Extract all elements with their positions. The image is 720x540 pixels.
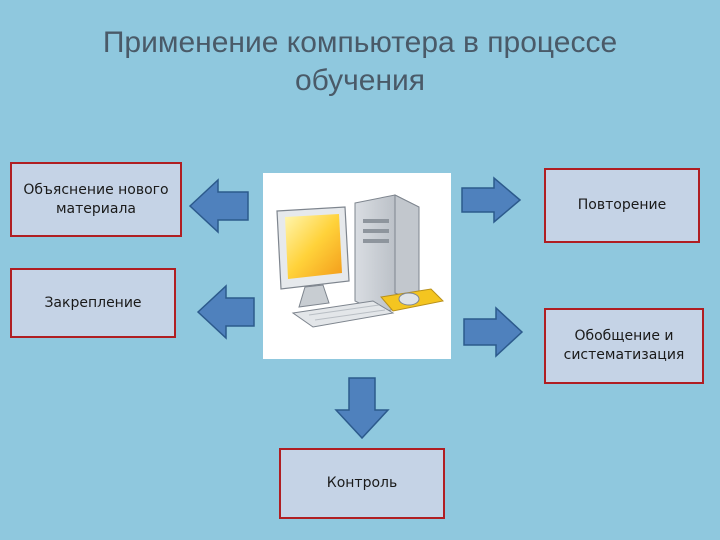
slide-title: Применение компьютера в процессе обучени… <box>60 24 660 100</box>
arrow-left-to-reinforcement <box>196 284 255 340</box>
box-repetition[interactable]: Повторение <box>544 168 700 243</box>
desktop-computer-icon <box>276 194 445 328</box>
box-repetition-label: Повторение <box>577 197 667 213</box>
box-generalization-label: Обобщение и систематизация <box>563 328 685 363</box>
box-control-label: Контроль <box>326 475 398 491</box>
box-generalization[interactable]: Обобщение и систематизация <box>544 308 704 384</box>
box-reinforcement[interactable]: Закрепление <box>10 268 176 338</box>
box-control[interactable]: Контроль <box>279 448 445 519</box>
arrow-left-to-explanation <box>188 178 249 234</box>
box-explanation[interactable]: Объяснение нового материала <box>10 162 182 237</box>
box-explanation-label: Объяснение нового материала <box>23 181 169 217</box>
arrow-right-to-generalization <box>463 306 524 358</box>
computer-image-frame <box>263 173 451 359</box>
arrow-down-to-control <box>334 377 390 440</box>
arrow-right-to-repetition <box>461 176 522 224</box>
box-reinforcement-label: Закрепление <box>44 294 142 311</box>
slide-title-text: Применение компьютера в процессе обучени… <box>102 26 618 97</box>
